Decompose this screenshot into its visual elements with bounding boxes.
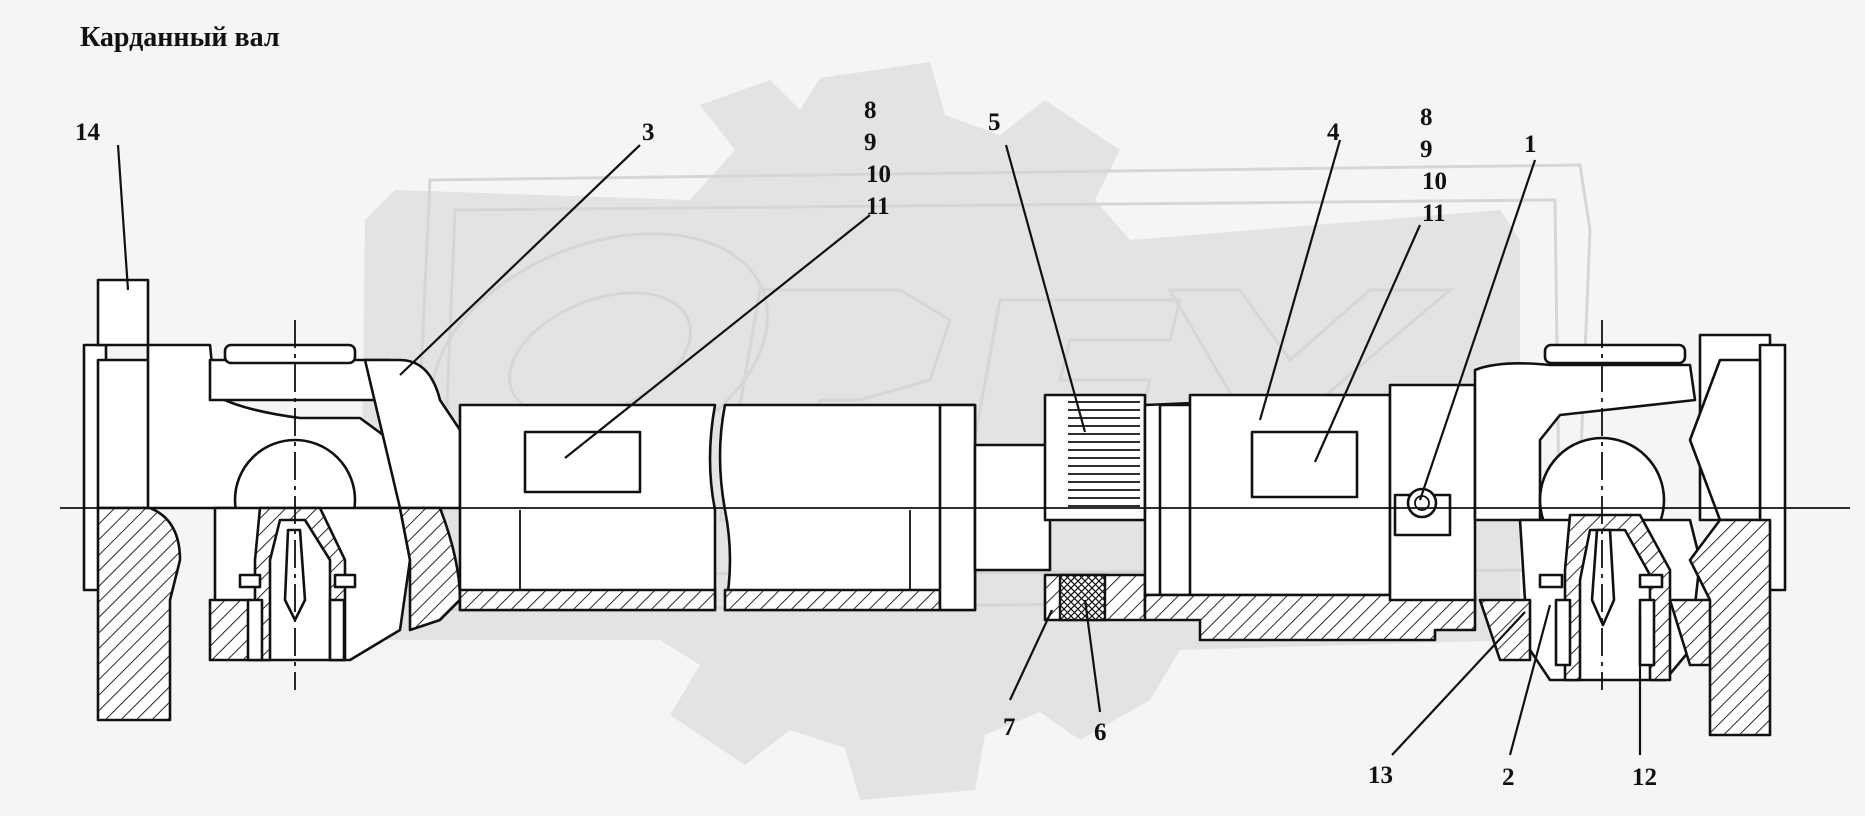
callout-8-left: 8 <box>864 97 877 124</box>
left-universal-joint <box>146 320 462 690</box>
callout-8-right: 8 <box>1420 104 1433 131</box>
callout-7: 7 <box>1003 714 1016 741</box>
callout-12: 12 <box>1632 764 1657 791</box>
callout-13: 13 <box>1368 762 1393 789</box>
right-tube <box>1143 393 1477 642</box>
spline-lines <box>1068 401 1140 507</box>
callout-1: 1 <box>1524 131 1537 158</box>
callout-5: 5 <box>988 109 1001 136</box>
callout-14: 14 <box>75 119 101 146</box>
page-title: Карданный вал <box>80 22 280 53</box>
callout-11-right: 11 <box>1422 200 1446 227</box>
right-flange <box>1688 333 1787 737</box>
leader-lines <box>116 139 1642 756</box>
callout-10-left: 10 <box>866 161 891 188</box>
callout-3: 3 <box>642 119 655 146</box>
callout-labels: 14 3 8 9 10 11 5 4 8 9 10 11 1 7 6 13 2 … <box>75 97 1657 791</box>
callout-9-left: 9 <box>864 129 877 156</box>
left-flange <box>82 278 182 722</box>
right-universal-joint <box>1388 320 1722 690</box>
callout-4: 4 <box>1327 119 1340 146</box>
callout-10-right: 10 <box>1422 168 1447 195</box>
callout-6: 6 <box>1094 719 1107 746</box>
callout-11-left: 11 <box>866 193 890 220</box>
callout-2: 2 <box>1502 764 1515 791</box>
callout-9-right: 9 <box>1420 136 1433 163</box>
